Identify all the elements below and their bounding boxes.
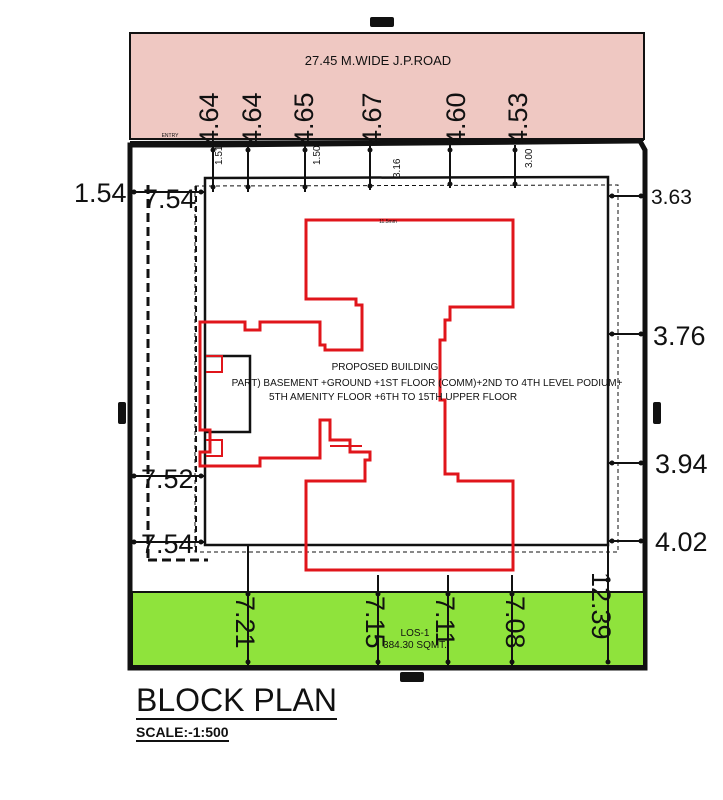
right-dim-3: 3.94: [655, 449, 708, 479]
los-area: [131, 591, 645, 667]
road-dim-5: 4.60: [441, 92, 471, 145]
left-dim-4: 7.54: [141, 529, 194, 559]
right-dim-2: 3.76: [653, 321, 706, 351]
los-area-value: 384.30 SQMT.: [383, 640, 447, 651]
inner-dim-2: 1.50: [312, 145, 323, 165]
south-marker: [400, 672, 424, 682]
road-dim-1: 4.64: [194, 92, 224, 145]
road-dim-3: 4.65: [289, 92, 319, 145]
left-dim-3: 7.52: [141, 464, 194, 494]
inner-dim-3: 3.16: [392, 158, 403, 178]
building-title: PROPOSED BUILDING: [332, 362, 439, 373]
north-marker: [370, 17, 394, 27]
right-dim-1: 3.63: [651, 186, 692, 209]
dimension-dots: [131, 147, 644, 665]
los-label: LOS-1: [401, 628, 430, 639]
road-edge-line: [129, 139, 645, 143]
bottom-dimension-lines: [247, 546, 513, 666]
road-label: 27.45 M.WIDE J.P.ROAD: [305, 53, 451, 68]
proposed-building-outline: [198, 218, 515, 572]
road-dim-4: 4.67: [357, 92, 387, 145]
road-dim-6: 4.53: [503, 92, 533, 145]
entry-label: ENTRY: [162, 133, 180, 139]
bottom-dim-1: 7.21: [230, 596, 260, 649]
building-line-1: PART) BASEMENT +GROUND +1ST FLOOR (COMM)…: [232, 378, 623, 389]
right-dim-4: 4.02: [655, 527, 708, 557]
exit-label: EXIT: [619, 138, 630, 144]
setback-line: [203, 175, 610, 547]
bottom-dim-4: 7.08: [500, 596, 530, 649]
bottom-dim-2: 7.15: [360, 596, 390, 649]
inner-dim-1: 1.51: [214, 145, 225, 165]
left-dim-1: 1.54: [74, 178, 127, 208]
left-dim-2: 7.54: [143, 184, 196, 214]
building-top-note: 11.5mm: [379, 219, 397, 225]
site-boundary: [127, 138, 648, 671]
left-dimension-lines: [130, 191, 205, 543]
building-line-2: 5TH AMENITY FLOOR +6TH TO 15TH UPPER FLO…: [269, 392, 517, 403]
building-inner-wing: [206, 355, 362, 457]
inner-dim-4: 3.00: [524, 148, 535, 168]
west-marker: [118, 402, 126, 424]
plan-scale: SCALE:-1:500: [136, 724, 229, 742]
plan-title: BLOCK PLAN: [136, 682, 337, 720]
driveway-line: [194, 184, 619, 553]
east-marker: [653, 402, 661, 424]
road-dim-2: 4.64: [237, 92, 267, 145]
road-band: [129, 32, 645, 140]
bottom-dim-3: 7.11: [430, 596, 460, 647]
right-dim-5: 12.39: [586, 572, 616, 640]
podium-outline: [205, 354, 252, 434]
